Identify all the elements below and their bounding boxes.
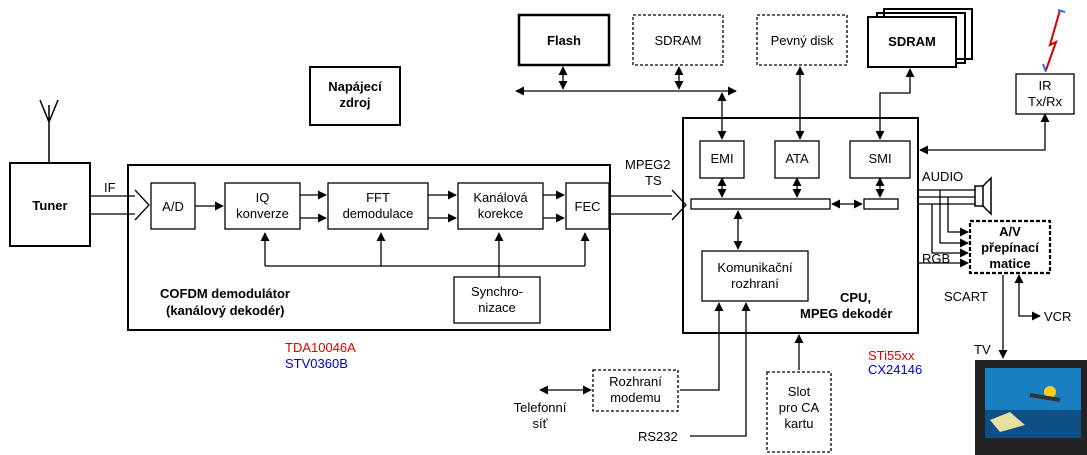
scart-label: SCART <box>944 289 988 304</box>
napajeci-label-2: zdroj <box>339 95 371 110</box>
cofdm-label-2: (kanálový dekodér) <box>166 303 285 318</box>
av-matrix-box <box>968 219 1052 275</box>
ata-label: ATA <box>785 151 809 166</box>
if-label: IF <box>104 180 116 195</box>
sync-label-1: Synchro- <box>470 284 524 299</box>
cpu-label-1: CPU, <box>840 290 872 305</box>
tda-chip-label: TDA10046A <box>285 340 356 355</box>
slot-label-3: kartu <box>784 416 814 431</box>
sdram-dashed-label: SDRAM <box>654 33 702 48</box>
mpeg2-label: MPEG2 <box>625 157 671 172</box>
iq-label-1: IQ <box>255 190 270 205</box>
ir-label-1: IR <box>1038 78 1052 93</box>
av-label-3: matice <box>989 256 1031 271</box>
flash-label: Flash <box>547 33 581 48</box>
kanal-label-2: korekce <box>477 206 524 221</box>
ts-label: TS <box>645 173 662 188</box>
tv-icon <box>975 360 1087 455</box>
kom-label-2: rozhraní <box>731 276 779 291</box>
ad-label: A/D <box>162 199 184 214</box>
ir-signal-icon <box>1045 9 1061 71</box>
slot-label-1: Slot <box>787 384 811 399</box>
pevny-disk-label: Pevný disk <box>770 33 834 48</box>
napajeci-label-1: Napájecí <box>328 79 382 94</box>
slot-label-2: pro CA <box>778 400 820 415</box>
speaker-icon <box>974 176 992 216</box>
audio-label: AUDIO <box>922 169 964 184</box>
iq-label-2: konverze <box>236 206 289 221</box>
modem-label-2: modemu <box>610 390 661 405</box>
modem-label-1: Rozhraní <box>609 374 662 389</box>
rs232-label: RS232 <box>638 429 678 444</box>
kanal-label-1: Kanálová <box>473 190 528 205</box>
av-label-2: přepínací <box>981 240 1039 255</box>
telefonni-label-1: Telefonní <box>513 400 567 415</box>
telefonni-label-2: síť <box>532 416 548 431</box>
sync-label-2: nizace <box>478 300 516 315</box>
tv-label: TV <box>974 342 991 357</box>
cpu-label-2: MPEG dekodér <box>800 306 893 321</box>
ir-label-2: Tx/Rx <box>1028 94 1062 109</box>
tuner-box <box>9 162 91 247</box>
sti-chip-label: STi55xx <box>868 348 915 363</box>
emi-label: EMI <box>710 151 734 166</box>
cx-chip-label: CX24146 <box>868 362 923 377</box>
tuner-label: Tuner <box>32 198 68 213</box>
av-label-1: A/V <box>999 224 1021 239</box>
napajeci-box <box>309 66 401 126</box>
antenna-icon <box>39 99 59 163</box>
rgb-label: RGB <box>922 251 951 266</box>
stv-chip-label: STV0360B <box>285 356 348 371</box>
sdram-bold-label: SDRAM <box>888 34 936 49</box>
kom-label-1: Komunikační <box>717 260 793 275</box>
fec-label: FEC <box>574 199 601 214</box>
cofdm-box <box>127 164 611 331</box>
smi-label: SMI <box>868 151 892 166</box>
fft-label-2: demodulace <box>342 206 414 221</box>
vcr-label: VCR <box>1044 309 1072 324</box>
fft-label-1: FFT <box>366 190 390 205</box>
cofdm-label-1: COFDM demodulátor <box>160 286 290 301</box>
